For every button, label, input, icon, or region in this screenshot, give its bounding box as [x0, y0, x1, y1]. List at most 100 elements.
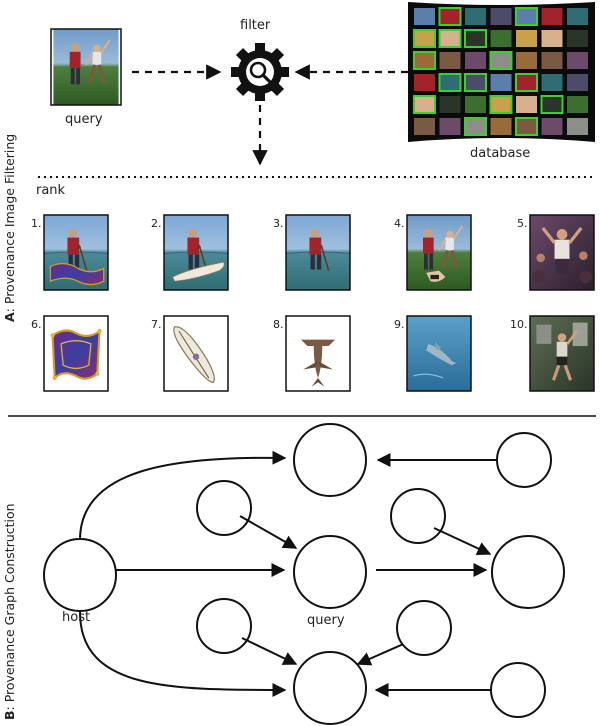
database-thumbnail	[438, 29, 462, 48]
section-a-title-text: : Provenance Image Filtering	[2, 133, 17, 313]
database-thumbnail	[541, 74, 563, 91]
section-b-title-text: : Provenance Graph Construction	[2, 503, 17, 711]
database-thumbnail	[439, 118, 461, 135]
database-thumbnail	[516, 96, 537, 113]
database-thumbnail	[414, 74, 435, 91]
query-image	[50, 28, 122, 106]
database-thumbnail	[413, 51, 436, 70]
database-thumbnail	[438, 7, 462, 26]
database-thumbnail	[541, 118, 563, 135]
database-thumbnail	[516, 30, 537, 47]
node-party	[196, 480, 252, 536]
host-to-top-arrow	[79, 450, 287, 541]
rank-number-7: 7.	[151, 318, 162, 331]
node-carpet	[496, 432, 552, 488]
database-thumbnail	[465, 96, 486, 113]
rank-row-2	[43, 315, 595, 392]
rank-item-7	[163, 315, 229, 392]
section-a-letter: A	[2, 312, 17, 322]
rank-item-10	[529, 315, 595, 392]
database-thumbnail	[489, 51, 513, 70]
section-b-title: B: Provenance Graph Construction	[2, 503, 17, 720]
database-thumbnail	[490, 30, 512, 47]
database-thumbnail	[515, 73, 538, 92]
database-thumbnail	[490, 118, 512, 135]
database-thumbnail	[567, 30, 588, 47]
host-to-bottom-arrow	[79, 611, 287, 697]
node-water	[196, 598, 252, 654]
rank-number-4: 4.	[394, 217, 405, 230]
database-thumbnail	[413, 29, 436, 48]
rank-label: rank	[36, 183, 66, 198]
database-thumbnail	[515, 7, 538, 26]
rank-item-9	[406, 315, 472, 392]
database-thumbnail	[438, 73, 462, 92]
database-thumbnail	[516, 52, 537, 69]
rank-row-1	[43, 214, 595, 291]
rank-item-2	[163, 214, 229, 291]
database-thumbnail	[465, 52, 486, 69]
filter-label: filter	[240, 18, 271, 33]
database-thumbnail	[490, 74, 512, 91]
rank-number-1: 1.	[31, 217, 42, 230]
node-query-shark	[491, 535, 565, 609]
database-thumbnail	[414, 8, 435, 25]
rank-number-3: 3.	[273, 217, 284, 230]
database-thumbnail	[490, 8, 512, 25]
database-mosaic	[408, 2, 595, 142]
rank-item-4	[406, 214, 472, 291]
database-thumbnail	[464, 117, 487, 136]
gear-icon	[231, 43, 289, 101]
database-thumbnail	[567, 8, 588, 25]
node-sea-carpet	[293, 423, 367, 497]
database-thumbnail	[541, 52, 563, 69]
database-thumbnail	[464, 29, 487, 48]
database-thumbnail	[464, 73, 487, 92]
rank-number-6: 6.	[31, 318, 42, 331]
water-to-bottom-arrow	[241, 637, 298, 665]
rank-number-2: 2.	[151, 217, 162, 230]
database-thumbnail	[541, 8, 563, 25]
rocks-to-right-arrow	[433, 527, 492, 556]
host-label: host	[62, 610, 91, 625]
database-thumbnail	[414, 118, 435, 135]
rank-item-8	[285, 315, 351, 392]
section-b-letter: B	[2, 710, 17, 720]
database-label: database	[470, 146, 531, 161]
query-label: query	[65, 112, 103, 127]
node-shark	[396, 600, 452, 656]
rank-number-8: 8.	[273, 318, 284, 331]
node-query	[293, 535, 367, 609]
rank-number-9: 9.	[394, 318, 405, 331]
database-thumbnail	[515, 117, 538, 136]
rank-number-5: 5.	[517, 217, 528, 230]
shark-to-bottom-arrow	[356, 641, 409, 666]
database-thumbnail	[541, 30, 563, 47]
node-board	[486, 661, 546, 719]
database-thumbnail	[567, 74, 588, 91]
database-thumbnail	[567, 118, 588, 135]
database-thumbnail	[489, 95, 513, 114]
database-thumbnail	[567, 96, 588, 113]
rank-item-6	[43, 315, 109, 392]
database-thumbnail	[465, 8, 486, 25]
rank-item-3	[285, 214, 351, 291]
section-a	[38, 2, 596, 392]
section-a-title: A: Provenance Image Filtering	[2, 134, 17, 322]
rank-item-1	[43, 214, 109, 291]
node-host	[43, 538, 117, 612]
rank-item-5	[529, 214, 595, 291]
party-to-query-arrow	[239, 515, 298, 549]
database-thumbnail	[413, 95, 436, 114]
database-thumbnail	[439, 96, 461, 113]
graph-query-label: query	[307, 613, 345, 628]
database-thumbnail	[567, 52, 588, 69]
database-thumbnail	[540, 95, 564, 114]
rank-number-10: 10.	[510, 318, 528, 331]
node-sea-board	[293, 651, 367, 725]
magnifier-icon	[249, 61, 272, 84]
node-rocks	[390, 488, 446, 544]
database-thumbnail	[439, 52, 461, 69]
section-b	[43, 423, 565, 725]
